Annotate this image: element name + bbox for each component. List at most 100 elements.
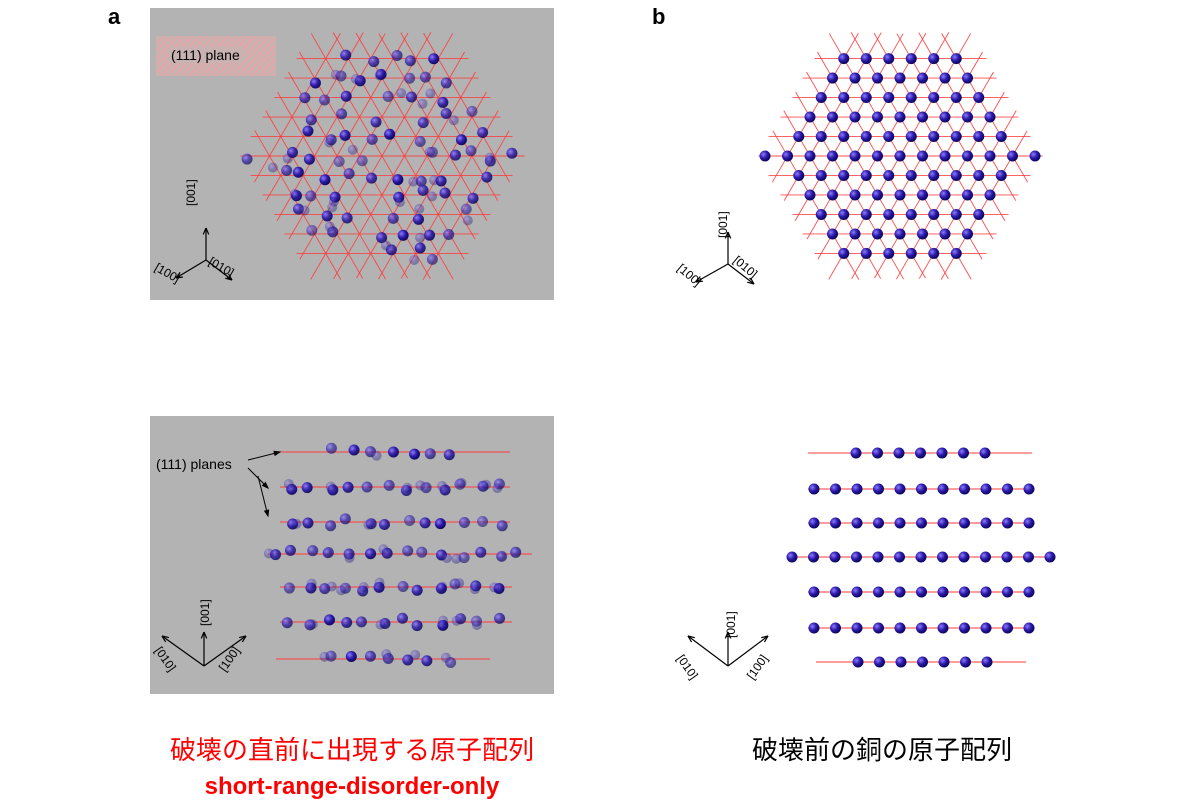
caption-left: 破壊の直前に出現する原子配列 short-range-disorder-only [150,730,554,801]
atom [939,228,951,240]
atom [928,92,940,104]
atom [426,253,438,265]
atom [339,129,351,141]
atom [830,586,841,598]
atom [424,448,436,460]
atom [350,74,361,85]
atom [894,622,906,634]
atom [1002,483,1013,495]
atom [827,189,838,201]
atom [838,208,850,220]
planes-label: (111) planes [156,456,232,472]
atom [851,622,863,634]
atom [414,203,425,214]
atom [984,150,996,162]
atom [440,77,452,89]
atom [928,169,940,181]
atom [381,240,392,251]
atom [937,483,949,495]
atom [429,175,440,186]
atom [860,53,872,65]
atom [959,517,970,529]
atom [381,649,392,660]
atom [469,584,480,595]
atom [808,483,820,495]
atom [939,150,951,162]
atom [456,477,467,488]
atom [426,191,437,202]
atom [419,71,431,83]
atom [465,145,477,157]
atom [973,92,985,104]
atom [849,150,861,162]
atom [874,656,885,668]
atom [404,514,416,526]
caption-right-jp: 破壊前の銅の原子配列 [751,735,1012,765]
atom [793,169,805,181]
atom [305,190,317,202]
atom [950,131,962,143]
atom [319,651,330,662]
atom [419,517,431,529]
atom [860,92,872,104]
atom [838,92,850,104]
atom [327,202,338,213]
atom [894,551,905,563]
atom [466,105,478,117]
atom [415,480,426,491]
atom [342,481,354,493]
atom [484,152,495,163]
atom [939,111,951,123]
atom [409,448,421,460]
atom [494,612,506,624]
atom [415,232,426,243]
atom [804,150,816,162]
panel-b-side-view: [001] [010] [100] [674,416,1084,694]
atom [462,215,473,226]
atom [307,545,319,557]
atom [477,127,489,139]
atom [851,483,863,495]
atom [872,551,884,563]
atom [916,586,927,598]
atom [437,581,448,592]
atom [391,49,403,61]
atom [808,551,819,563]
atom [917,228,928,240]
atom [959,586,970,598]
atom [417,184,429,196]
atom [936,447,948,459]
atom [363,519,374,530]
atom [421,655,433,667]
atom [344,552,355,563]
atom [282,153,293,164]
atom [449,149,461,161]
atom [984,111,996,123]
atom [915,447,926,459]
atom [905,169,917,181]
atom [411,620,423,632]
top-lattice-a [240,32,525,280]
atom [341,617,353,629]
atom [283,582,295,594]
atom [291,518,302,529]
atom [451,553,462,564]
atom [368,56,380,68]
atom [950,92,962,104]
atom [340,90,352,102]
atom [937,551,948,563]
atom [937,517,949,529]
atom [408,176,419,187]
atom [1023,622,1035,634]
atom [995,131,1007,143]
atom [306,578,317,589]
atom [324,221,335,232]
atom [937,586,949,598]
atom [409,254,420,265]
atom [416,546,428,558]
atom [1044,551,1056,563]
atom [325,442,337,454]
atom [281,617,293,629]
caption-left-jp: 破壊の直前に出現する原子配列 [169,735,534,765]
atom [438,615,449,626]
